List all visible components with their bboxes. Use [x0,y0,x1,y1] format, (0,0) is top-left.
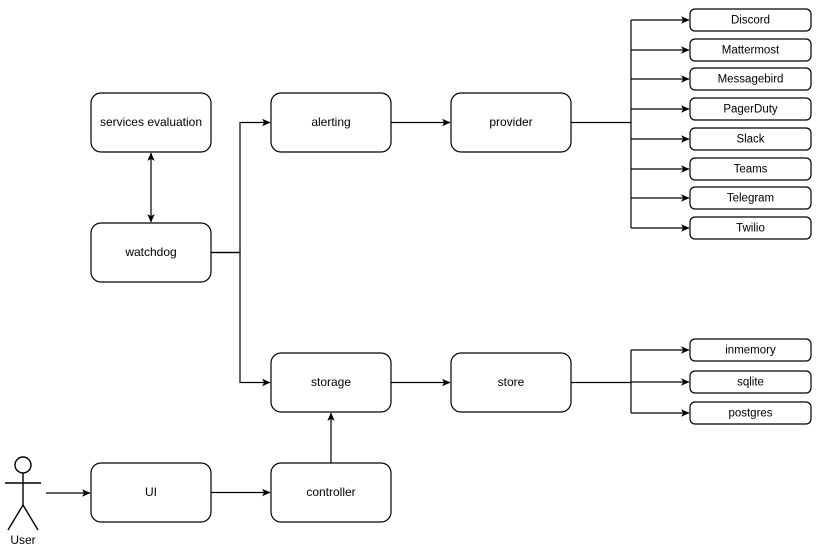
leaf-box-postgres [689,401,812,425]
node-ui[interactable]: UI [90,462,212,523]
actor-label-user: User [10,533,35,547]
leaf-label-sqlite: sqlite [737,377,764,389]
leaf-teams[interactable]: Teams [689,157,812,181]
leaf-label-teams: Teams [734,164,768,176]
node-label-services-evaluation: services evaluation [100,115,202,129]
node-label-watchdog: watchdog [124,245,176,259]
edge-watchdog-storage [211,251,271,387]
node-box-alerting [270,92,392,153]
node-store[interactable]: store [450,352,572,413]
node-box-ui [90,462,212,523]
actor-head-icon [14,456,32,474]
node-storage[interactable]: storage [270,352,392,413]
leaf-nodes-layer: DiscordMattermostMessagebirdPagerDutySla… [689,8,812,425]
leaf-label-messagebird: Messagebird [718,74,784,86]
node-box-provider [450,92,572,153]
node-label-storage: storage [311,375,351,389]
node-box-storage [270,352,392,413]
node-label-controller: controller [306,485,355,499]
leaf-box-discord [689,8,812,32]
node-label-ui: UI [145,485,157,499]
leaf-box-twilio [689,216,812,240]
actor-leg-left-icon [7,504,24,531]
node-box-controller [270,462,392,523]
node-provider[interactable]: provider [450,92,572,153]
leaf-label-inmemory: inmemory [725,345,776,357]
leaf-box-mattermost [689,38,812,62]
leaf-label-twilio: Twilio [736,223,765,235]
leaf-box-telegram [689,186,812,210]
leaf-label-postgres: postgres [728,408,772,420]
actor-layer: User [5,456,41,547]
leaf-slack[interactable]: Slack [689,127,812,151]
process-nodes-layer: services evaluation watchdog alerting provi… [90,92,572,523]
node-services-evaluation[interactable]: services evaluation [90,92,212,153]
leaf-postgres[interactable]: postgres [689,401,812,425]
leaf-sqlite[interactable]: sqlite [689,370,812,394]
node-box-watchdog [90,222,212,283]
leaf-messagebird[interactable]: Messagebird [689,67,812,91]
leaf-box-pagerduty [689,97,812,121]
leaf-twilio[interactable]: Twilio [689,216,812,240]
leaf-box-teams [689,157,812,181]
leaf-box-inmemory [689,338,812,362]
node-box-services-evaluation [90,92,212,153]
edge-watchdog-alerting [211,118,271,254]
leaf-mattermost[interactable]: Mattermost [689,38,812,62]
leaf-box-messagebird [689,67,812,91]
leaf-pagerduty[interactable]: PagerDuty [689,97,812,121]
node-label-store: store [498,375,525,389]
leaf-label-slack: Slack [736,134,764,146]
leaf-box-slack [689,127,812,151]
actor-user[interactable]: User [5,456,41,547]
node-label-provider: provider [489,115,532,129]
leaf-label-mattermost: Mattermost [722,45,780,57]
leaf-label-telegram: Telegram [727,193,774,205]
leaf-discord[interactable]: Discord [689,8,812,32]
leaf-label-pagerduty: PagerDuty [723,104,778,116]
leaf-telegram[interactable]: Telegram [689,186,812,210]
node-controller[interactable]: controller [270,462,392,523]
node-watchdog[interactable]: watchdog [90,222,212,283]
node-alerting[interactable]: alerting [270,92,392,153]
leaf-inmemory[interactable]: inmemory [689,338,812,362]
edges-layer [46,16,690,497]
node-box-store [450,352,572,413]
leaf-box-sqlite [689,370,812,394]
leaf-label-discord: Discord [731,15,770,27]
node-label-alerting: alerting [311,115,350,129]
actor-leg-right-icon [22,504,39,531]
